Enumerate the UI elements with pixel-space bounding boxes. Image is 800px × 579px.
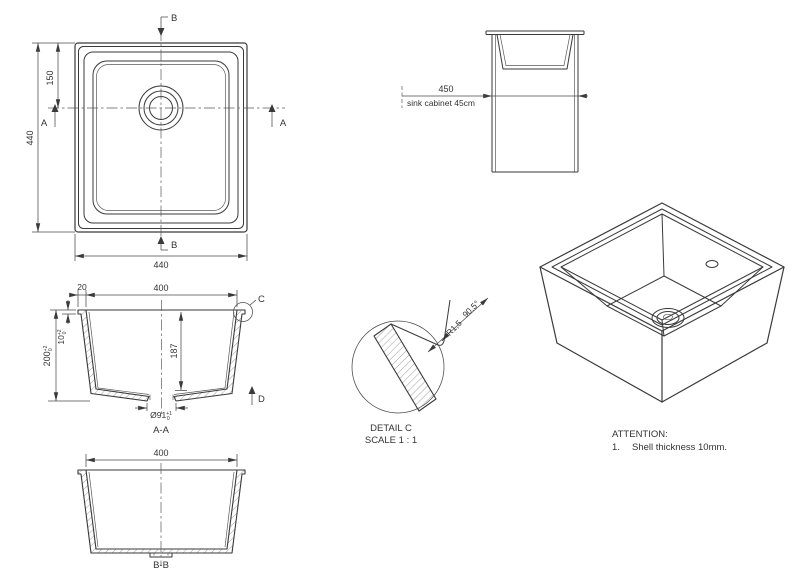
- section-aa-title: A-A: [153, 425, 170, 436]
- section-marker-a-right: A: [268, 104, 287, 129]
- dim-rim-thickness: 10+20: [50, 300, 76, 345]
- section-aa-view: 20 400 10+20 200+20 187: [42, 282, 265, 436]
- section-aa-left-wall: [77, 309, 150, 402]
- detail-c-scale: SCALE 1 : 1: [365, 435, 417, 446]
- dim-inner-depth: 187: [169, 311, 187, 391]
- attention-title: ATTENTION:: [612, 429, 668, 440]
- isometric-view: [539, 202, 785, 403]
- section-b-bottom-label: B: [171, 240, 177, 251]
- detail-c-marker-label: C: [258, 294, 265, 305]
- detail-c-view: 90.5° R1,5 DETAIL C SCALE 1 : 1: [351, 297, 489, 446]
- sink-bowl-outline: [496, 34, 574, 70]
- detail-c-marker: C: [233, 294, 265, 322]
- dim-400-bb-label: 400: [153, 448, 168, 458]
- section-b-top-label: B: [171, 13, 177, 24]
- dim-opening-bb: 400: [85, 448, 238, 467]
- dim-overall-depth: 200+20: [42, 309, 90, 402]
- iso-bowl-opening: [560, 213, 764, 321]
- dim-10-label: 10+20: [56, 329, 68, 344]
- section-bb-title: B-B: [153, 560, 169, 571]
- dim-440-vertical-label: 440: [25, 130, 35, 145]
- dim-440-horizontal-label: 440: [153, 260, 168, 270]
- plan-view: B B A A 150 440: [25, 13, 287, 270]
- dim-drain-from-top: 150: [45, 42, 75, 109]
- view-d-marker: D: [248, 386, 265, 405]
- section-marker-b-top: B: [157, 13, 177, 36]
- section-a-right-label: A: [280, 118, 287, 129]
- section-bb-view: 400 B-B: [77, 448, 246, 571]
- detail-boundary-circle: [351, 320, 445, 414]
- dim-cabinet-width: 450 sink cabinet 45cm: [401, 84, 588, 108]
- dim-450-label: 450: [438, 84, 453, 94]
- dim-height-overall: 440: [25, 42, 75, 233]
- angle-dimension-line: [427, 297, 489, 353]
- iso-drain-inner: [663, 313, 673, 321]
- attention-item-text: Shell thickness 10mm.: [632, 442, 727, 453]
- detail-wall-section: [373, 323, 437, 412]
- dim-20-label: 20: [77, 282, 87, 292]
- dim-187-label: 187: [169, 343, 179, 358]
- dim-400-label: 400: [153, 283, 168, 293]
- dim-rim-and-opening: 20 400: [69, 282, 238, 307]
- attention-item-number: 1.: [612, 442, 620, 453]
- dim-200-label: 200+20: [42, 345, 54, 366]
- iso-drain-outer: [651, 308, 685, 328]
- section-marker-b-bottom: B: [157, 236, 177, 251]
- dim-width-overall: 440: [74, 234, 248, 270]
- angle-label: 90.5°: [460, 298, 481, 319]
- section-bb-walls: [77, 469, 246, 554]
- iso-overflow-hole: [705, 260, 719, 268]
- section-aa-right-wall: [173, 309, 246, 402]
- view-d-label: D: [258, 394, 265, 405]
- cabinet-side-view: 450 sink cabinet 45cm: [401, 30, 588, 173]
- cabinet-caption: sink cabinet 45cm: [407, 98, 475, 108]
- iso-rim-inner-line: [551, 208, 773, 326]
- detail-c-title: DETAIL C: [370, 423, 412, 434]
- attention-note: ATTENTION: 1. Shell thickness 10mm.: [612, 429, 727, 453]
- iso-drain-middle: [656, 311, 680, 325]
- section-a-left-label: A: [41, 118, 48, 129]
- section-marker-a-left: A: [41, 104, 59, 129]
- dim-150-label: 150: [45, 70, 55, 85]
- sink-bowl-inner-line: [499, 34, 571, 66]
